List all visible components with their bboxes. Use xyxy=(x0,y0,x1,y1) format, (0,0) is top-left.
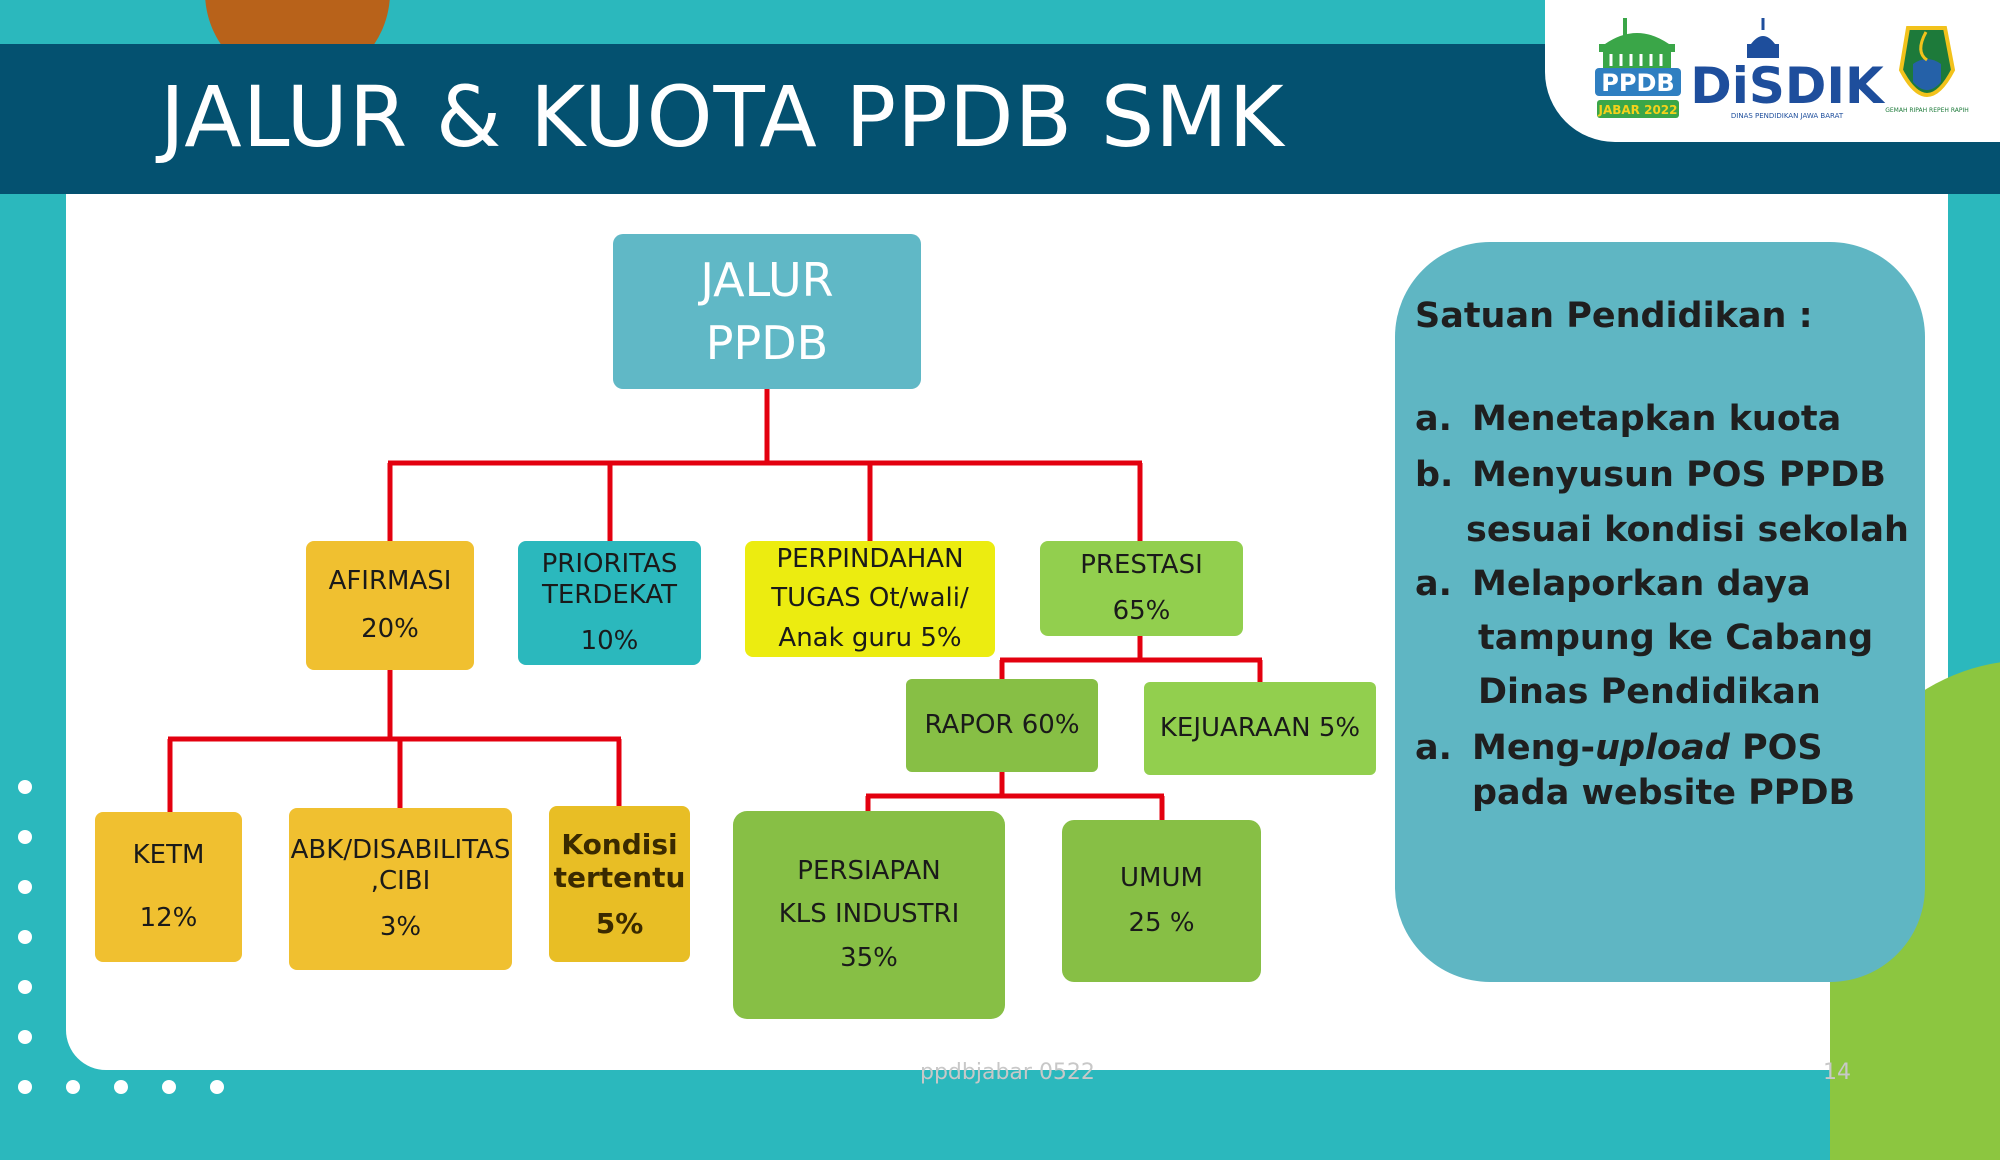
node-line: KETM xyxy=(132,839,205,870)
page-title: JALUR & KUOTA PPDB SMK xyxy=(160,68,1285,166)
svg-text:PPDB: PPDB xyxy=(1601,69,1674,97)
node-line: TUGAS Ot/wali/ xyxy=(771,583,969,614)
node-line: 25 % xyxy=(1128,908,1195,938)
panel-item-label: a. xyxy=(1415,399,1452,439)
svg-text:DiSDIK: DiSDIK xyxy=(1690,57,1886,115)
decorative-dot xyxy=(18,1030,32,1044)
svg-text:DINAS PENDIDIKAN JAWA BARAT: DINAS PENDIDIKAN JAWA BARAT xyxy=(1731,112,1844,120)
svg-text:GEMAH RIPAH REPEH RAPIH: GEMAH RIPAH REPEH RAPIH xyxy=(1885,107,1969,114)
node-line: KEJUARAAN 5% xyxy=(1159,712,1361,743)
node-kejuaraan: KEJUARAAN 5% xyxy=(1144,682,1376,775)
node-line: 20% xyxy=(361,613,419,644)
panel-item-text: Menetapkan kuota xyxy=(1472,399,1842,439)
panel-item-text: Dinas Pendidikan xyxy=(1478,672,1821,713)
ppdb-logo: PPDB JABAR 2022 xyxy=(1595,18,1681,118)
panel-item-emphasis: upload xyxy=(1595,727,1730,768)
node-line: Kondisi xyxy=(561,827,678,861)
panel-item: a. Meng-upload POS pada website PPDB xyxy=(1415,726,1925,817)
node-line: 12% xyxy=(139,903,198,933)
decorative-dot xyxy=(18,930,32,944)
panel-item-suffix: POS xyxy=(1729,727,1823,768)
node-kondisi-tertentu: Kondisi tertentu 5% xyxy=(549,806,690,962)
satuan-pendidikan-panel: Satuan Pendidikan : a. Menetapkan kuota … xyxy=(1395,242,1925,982)
node-umum: UMUM 25 % xyxy=(1062,820,1261,982)
decorative-dot xyxy=(66,1080,80,1094)
node-line: 3% xyxy=(379,911,422,942)
node-line: PRESTASI xyxy=(1080,550,1203,581)
node-line: 10% xyxy=(580,625,639,656)
node-line: UMUM xyxy=(1120,862,1203,893)
panel-item-label: a. xyxy=(1415,563,1452,604)
node-line: ABK/DISABILITAS xyxy=(290,835,511,866)
decorative-dot xyxy=(18,880,32,894)
panel-item-text: sesuai kondisi sekolah xyxy=(1466,509,1909,550)
node-rapor: RAPOR 60% xyxy=(906,679,1098,772)
panel-item: a. Menetapkan kuota xyxy=(1415,392,1925,446)
panel-item-text: Menyusun POS PPDB xyxy=(1472,455,1886,496)
node-line: PERPINDAHAN xyxy=(776,544,964,575)
panel-item-text: Melaporkan daya xyxy=(1472,563,1811,604)
node-abk-disabilitas: ABK/DISABILITAS ,CIBI 3% xyxy=(289,808,512,970)
node-line: 35% xyxy=(840,942,898,973)
node-line: JALUR xyxy=(700,253,834,308)
footer-text: ppdbjabar 0522 xyxy=(920,1060,1095,1085)
panel-item-text: tampung ke Cabang xyxy=(1478,618,1874,658)
node-afirmasi: AFIRMASI 20% xyxy=(306,541,474,670)
node-jalur-ppdb: JALUR PPDB xyxy=(613,234,921,389)
panel-item-text: pada website PPDB xyxy=(1472,773,1856,813)
node-line: 65% xyxy=(1112,595,1171,626)
node-persiapan-kls-industri: PERSIAPAN KLS INDUSTRI 35% xyxy=(733,811,1005,1019)
panel-item: b. Menyusun POS PPDB sesuai kondisi seko… xyxy=(1415,448,1925,557)
node-prioritas-terdekat: PRIORITAS TERDEKAT 10% xyxy=(518,541,701,665)
node-line: AFIRMASI xyxy=(328,566,452,597)
svg-text:JABAR 2022: JABAR 2022 xyxy=(1597,103,1677,117)
panel-item-label: b. xyxy=(1415,455,1454,496)
decorative-dot xyxy=(18,980,32,994)
decorative-dot xyxy=(162,1080,176,1094)
logos-svg: PPDB JABAR 2022 DiSDIK DINAS PENDIDIKAN … xyxy=(1595,18,1969,120)
panel-item: a. Melaporkan daya tampung ke Cabang Din… xyxy=(1415,557,1925,720)
logo-area: PPDB JABAR 2022 DiSDIK DINAS PENDIDIKAN … xyxy=(1545,0,2000,142)
node-line: PRIORITAS xyxy=(541,549,678,580)
panel-item-text: Meng-upload POS xyxy=(1472,726,1925,772)
page-number: 14 xyxy=(1823,1060,1851,1085)
node-line: Anak guru 5% xyxy=(778,622,962,653)
node-line: RAPOR 60% xyxy=(924,709,1080,740)
node-line: PPDB xyxy=(705,315,829,370)
node-line: PERSIAPAN xyxy=(797,856,941,887)
node-line: 5% xyxy=(595,906,644,940)
node-prestasi: PRESTASI 65% xyxy=(1040,541,1243,636)
decorative-dot xyxy=(18,780,32,794)
panel-heading: Satuan Pendidikan : xyxy=(1415,296,1813,336)
panel-item-label: a. xyxy=(1415,727,1452,768)
decorative-dot xyxy=(18,1080,32,1094)
disdik-logo: DiSDIK DINAS PENDIDIKAN JAWA BARAT xyxy=(1690,18,1886,120)
decorative-dot xyxy=(210,1080,224,1094)
panel-item-prefix: Meng- xyxy=(1472,727,1596,768)
west-java-seal-logo: GEMAH RIPAH REPEH RAPIH xyxy=(1885,26,1969,114)
node-line: tertentu xyxy=(553,861,686,895)
decorative-dot xyxy=(114,1080,128,1094)
node-ketm: KETM 12% xyxy=(95,812,242,962)
node-line: KLS INDUSTRI xyxy=(778,899,960,930)
node-line: ,CIBI xyxy=(370,866,431,897)
decorative-dot xyxy=(18,830,32,844)
connector-lines xyxy=(167,389,1263,820)
node-line: TERDEKAT xyxy=(541,580,678,611)
node-perpindahan-tugas: PERPINDAHAN TUGAS Ot/wali/ Anak guru 5% xyxy=(745,541,995,657)
